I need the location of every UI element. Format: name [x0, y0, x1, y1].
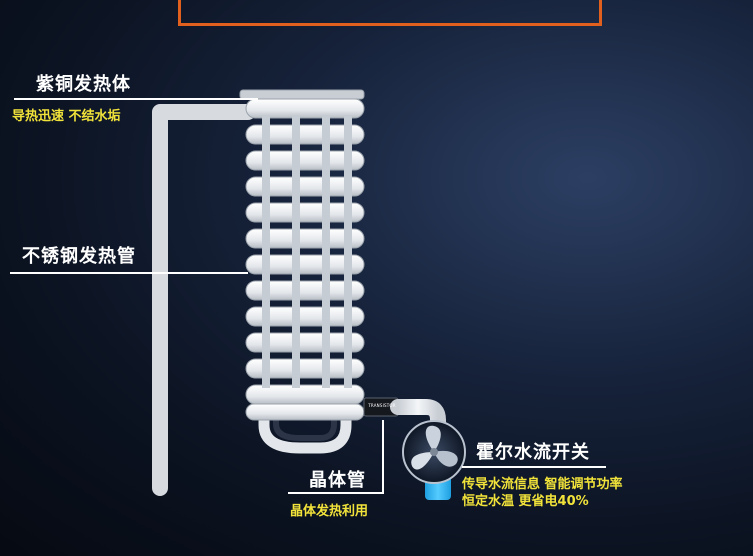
hall-switch-title: 霍尔水流开关 [476, 442, 590, 463]
coil-links [262, 116, 352, 388]
heating-coil [245, 98, 365, 405]
transistor-leader-vertical [382, 420, 384, 492]
outlet-pipe [390, 399, 446, 438]
hall-switch-feature-1: 传导水流信息 智能调节功率 [462, 477, 623, 492]
transistor-leader [288, 492, 384, 494]
transistor-feature: 晶体发热利用 [290, 504, 369, 519]
hall-switch-feature-2: 恒定水温 更省电40% [462, 494, 589, 509]
transistor-title: 晶体管 [309, 470, 366, 491]
stainless-tube-title: 不锈钢发热管 [22, 246, 136, 267]
return-pipe [152, 104, 256, 496]
transistor-marking: TRANSISTOR [368, 403, 396, 408]
copper-heater-feature: 导热迅速 不结水垢 [12, 109, 121, 124]
top-highlight-frame [178, 0, 602, 26]
copper-heater-leader [14, 98, 258, 100]
copper-heater-title: 紫铜发热体 [36, 74, 131, 95]
fan-icon [402, 420, 466, 484]
stainless-tube-leader [10, 272, 248, 274]
bottom-u-tube [258, 408, 352, 454]
hall-switch-leader [462, 466, 606, 468]
copper-top-plate [239, 89, 365, 100]
